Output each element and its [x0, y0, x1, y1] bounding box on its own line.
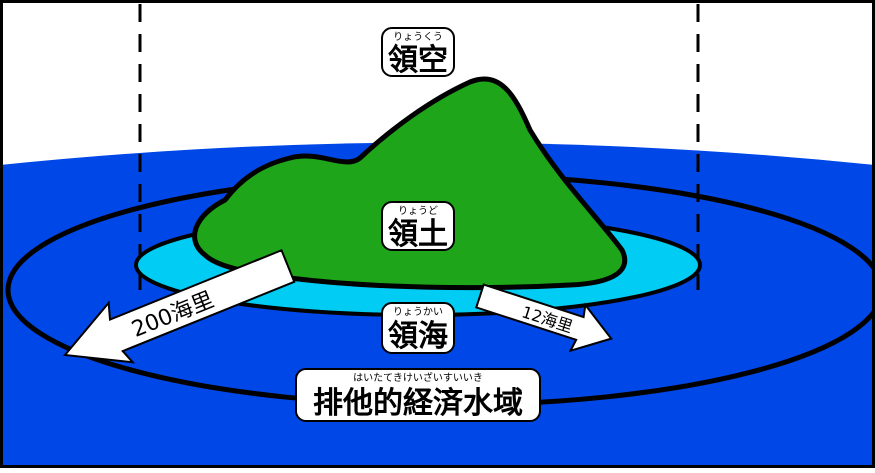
- label-land: りょうど 領土: [381, 201, 455, 252]
- arrow-12: 12海里: [475, 283, 613, 353]
- arrow-200-shape: [63, 248, 296, 364]
- arrow-12-shape: [475, 283, 613, 353]
- svg-text:領海: 領海: [388, 319, 448, 354]
- land-mountain: [192, 76, 628, 291]
- svg-text:りょうど: りょうど: [398, 205, 438, 217]
- label-eez: はいたてきけいざいすいいき 排他的経済水域: [295, 368, 541, 422]
- svg-text:排他的経済水域: 排他的経済水域: [313, 386, 523, 421]
- svg-text:りょうかい: りょうかい: [393, 306, 443, 318]
- svg-text:領土: 領土: [388, 217, 448, 252]
- label-territorial-sea: りょうかい 領海: [381, 302, 455, 354]
- svg-text:はいたてきけいざいすいいき: はいたてきけいざいすいいき: [353, 371, 483, 384]
- label-airspace: りょうくう 領空: [381, 27, 455, 78]
- svg-text:りょうくう: りょうくう: [393, 31, 443, 43]
- svg-text:領空: 領空: [388, 43, 448, 78]
